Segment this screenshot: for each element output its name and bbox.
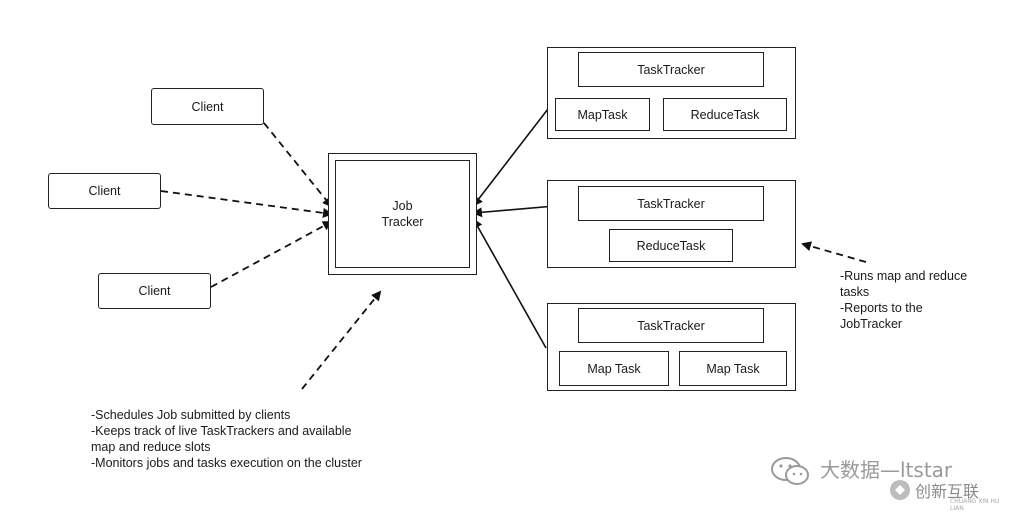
- note-line: tasks: [840, 285, 870, 299]
- edge-client3-jobtracker: [210, 221, 333, 288]
- note-line: JobTracker: [840, 317, 903, 331]
- watermark-text: 大数据—ltstar: [820, 458, 953, 482]
- client-node: Client: [48, 173, 161, 209]
- note-line: map and reduce slots: [91, 440, 211, 454]
- tasktracker-box: TaskTracker: [578, 308, 764, 343]
- edge-note-tasktracker: [801, 241, 867, 263]
- edge-client1-jobtracker: [263, 122, 333, 208]
- chuangxin-logo-icon: [890, 480, 910, 500]
- tasktracker-box: TaskTracker: [578, 52, 764, 87]
- edge-tasktracker3-jobtracker: [473, 218, 547, 349]
- tasktracker-note: -Runs map and reduce tasks -Reports to t…: [840, 268, 967, 332]
- note-line: -Runs map and reduce: [840, 269, 968, 283]
- client-node: Client: [151, 88, 264, 125]
- jobtracker-label-line1: Job: [392, 199, 413, 213]
- note-line: -Reports to the: [840, 301, 923, 315]
- note-line: -Keeps track of live TaskTrackers and av…: [91, 424, 352, 438]
- watermark-logo-text: 创新互联: [915, 482, 980, 501]
- edge-client2-jobtracker: [160, 190, 333, 218]
- tasktracker-box: TaskTracker: [578, 186, 764, 221]
- jobtracker-box: Job Tracker: [335, 160, 470, 268]
- watermark: 大数据—ltstar 创新互联 CHUANG XIN HU LIAN: [770, 452, 1010, 512]
- note-line: -Schedules Job submitted by clients: [91, 408, 291, 422]
- maptask-box: Map Task: [679, 351, 787, 386]
- watermark-sub-text: CHUANG XIN HU LIAN: [950, 498, 1000, 512]
- client-node: Client: [98, 273, 211, 309]
- edge-note-jobtracker: [301, 290, 382, 390]
- jobtracker-note: -Schedules Job submitted by clients -Kee…: [91, 407, 362, 471]
- wechat-icon: [771, 457, 809, 485]
- maptask-box: Map Task: [559, 351, 669, 386]
- note-line: -Monitors jobs and tasks execution on th…: [91, 456, 362, 470]
- jobtracker-label-line2: Tracker: [381, 215, 424, 229]
- maptask-box: MapTask: [555, 98, 650, 131]
- reducetask-box: ReduceTask: [663, 98, 787, 131]
- reducetask-box: ReduceTask: [609, 229, 733, 262]
